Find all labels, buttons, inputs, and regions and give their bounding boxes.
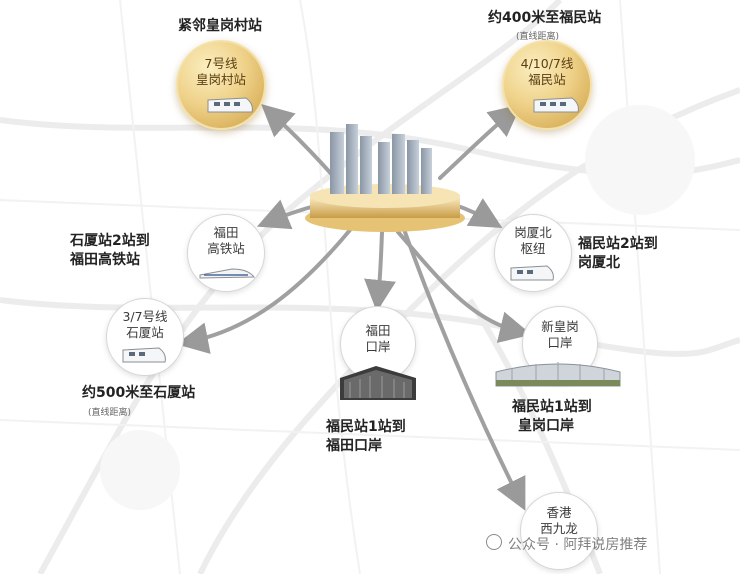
caption-huanggang-port-line1: 福民站1站到 (512, 399, 592, 415)
caption-futian-station: 约400米至福民站 (488, 10, 602, 26)
wechat-icon (486, 534, 502, 550)
caption-futian-station-note: (直线距离) (516, 32, 560, 42)
caption-huanggang-port-line2: 皇岗口岸 (518, 418, 574, 434)
shixia-name: 石厦站 (126, 325, 164, 340)
futian-hsr-badge: 福田 高铁站 (187, 214, 265, 292)
caption-hsr-line1: 石厦站2站到 (70, 233, 150, 249)
caption-futian-port-line2: 福田口岸 (326, 438, 382, 454)
metro-train-icon (533, 97, 579, 113)
futian-port-line1: 福田 (365, 323, 391, 338)
futian-hsr-line2: 高铁站 (207, 241, 245, 256)
arrow-to-futian-port (364, 230, 396, 312)
west-kowloon-line1: 香港 (546, 505, 572, 520)
shixia-badge: 3/7号线 石厦站 (106, 298, 184, 376)
caption-gangxiabei-line1: 福民站2站到 (578, 236, 658, 252)
watermark-text: 公众号 · 阿拜说房推荐 (508, 537, 648, 553)
caption-hsr-line2: 福田高铁站 (70, 252, 140, 268)
high-speed-train-icon (199, 268, 255, 279)
arrow-to-huanggangcun (261, 103, 337, 180)
futian-station-line: 4/10/7线 (520, 56, 574, 71)
gangxiabei-badge: 岗厦北 枢纽 (494, 214, 572, 292)
futian-station-badge: 4/10/7线 福民站 (502, 40, 592, 130)
arrow-to-shixia (176, 228, 352, 354)
caption-shixia: 约500米至石厦站 (82, 385, 196, 401)
metro-train-icon (207, 97, 253, 113)
west-kowloon-badge: 香港 西九龙 (520, 492, 598, 570)
caption-shixia-note: (直线距离) (88, 408, 132, 418)
gangxiabei-line1: 岗厦北 (514, 225, 552, 240)
huanggangcun-line: 7号线 (204, 56, 238, 71)
caption-gangxiabei-line2: 岗厦北 (578, 255, 620, 271)
metro-train-icon (510, 265, 554, 281)
futian-hsr-line1: 福田 (213, 225, 239, 240)
caption-huanggangcun: 紧邻皇岗村站 (178, 18, 262, 34)
futian-station-name: 福民站 (528, 72, 566, 87)
gangxiabei-line2: 枢纽 (520, 241, 546, 256)
port-complex-icon (495, 362, 621, 387)
huanggang-port-line1: 新皇岗 (541, 319, 579, 334)
shixia-line: 3/7号线 (122, 309, 168, 324)
huanggangcun-station-badge: 7号线 皇岗村站 (176, 40, 266, 130)
port-building-icon (340, 366, 416, 400)
huanggangcun-name: 皇岗村站 (195, 72, 246, 87)
metro-train-icon (122, 347, 166, 363)
west-kowloon-line2: 西九龙 (540, 521, 578, 536)
caption-futian-port-line1: 福民站1站到 (326, 419, 406, 435)
huanggang-port-line2: 口岸 (547, 335, 573, 350)
arrow-to-futian-station (438, 104, 522, 180)
arrow-to-west-kowloon (403, 230, 526, 511)
futian-port-line2: 口岸 (365, 339, 391, 354)
project-podium (305, 124, 465, 232)
